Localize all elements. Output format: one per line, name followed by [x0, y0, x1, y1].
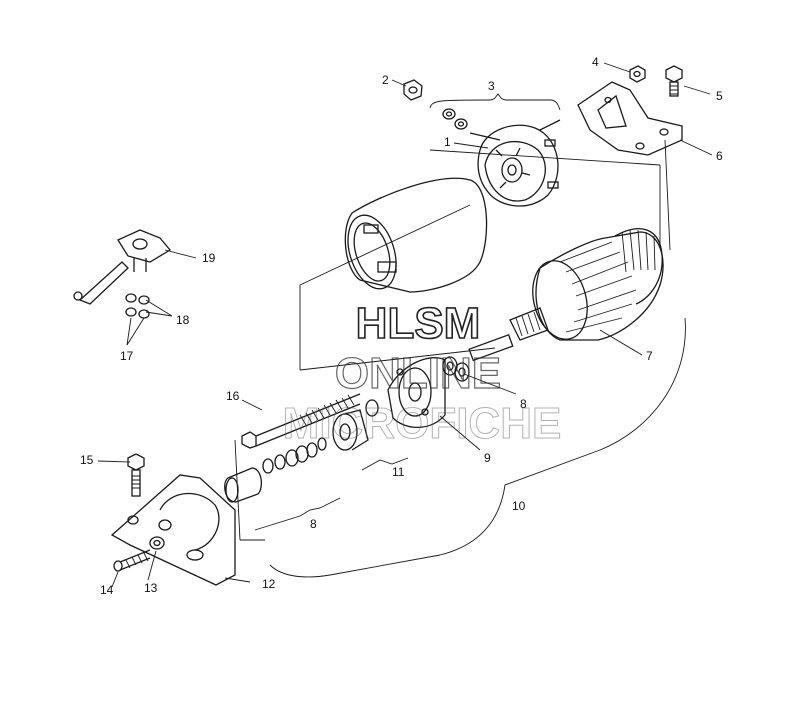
part-bolt-bracket	[665, 65, 683, 97]
part-through-bolt	[241, 393, 361, 449]
callout-8-upper: 8	[520, 397, 527, 411]
callout-9: 9	[484, 451, 491, 465]
watermark-line-3: MICROFICHE	[283, 399, 562, 448]
part-mounting-bracket	[577, 81, 683, 156]
callout-4: 4	[592, 55, 599, 69]
part-washers-switch	[125, 293, 150, 319]
part-washers-top	[442, 108, 468, 130]
callout-10: 10	[512, 499, 526, 513]
callout-12: 12	[262, 577, 276, 591]
callout-1: 1	[444, 135, 451, 149]
callout-3: 3	[488, 79, 495, 93]
callout-18: 18	[176, 313, 190, 327]
part-bolt-drive-bracket	[127, 453, 145, 497]
leader-lines	[97, 62, 713, 588]
watermark: HLSM ONLINE MICROFICHE	[282, 298, 562, 448]
callout-13: 13	[144, 581, 158, 595]
part-drive-end-plate	[387, 357, 446, 428]
part-nut-bracket	[629, 65, 646, 83]
grouping-braces	[254, 93, 686, 578]
callout-7: 7	[646, 349, 653, 363]
part-drive-pinion	[332, 399, 379, 451]
callout-2: 2	[382, 73, 389, 87]
part-commutator-end-head	[469, 119, 561, 207]
callout-6: 6	[716, 149, 723, 163]
callout-11: 11	[392, 465, 405, 479]
callout-14: 14	[100, 583, 114, 597]
watermark-line-1: HLSM	[356, 299, 481, 348]
part-drive-spacer-set	[224, 437, 327, 503]
callout-17: 17	[120, 349, 134, 363]
part-nut-top	[403, 79, 423, 101]
part-switch-assembly	[73, 229, 171, 305]
callout-16: 16	[226, 389, 240, 403]
callout-19: 19	[202, 251, 216, 265]
callout-labels: 1 2 3 4 5 6 7 8 8 9 10 11 12 13 14 15 16…	[80, 55, 723, 597]
part-washers-drive-end	[442, 356, 470, 382]
callout-15: 15	[80, 453, 94, 467]
part-armature	[468, 228, 664, 362]
part-field-frame	[344, 177, 488, 293]
callout-8-lower: 8	[310, 517, 317, 531]
part-drive-bracket	[110, 474, 236, 586]
part-screw-bracket	[113, 549, 151, 572]
callout-5: 5	[716, 89, 723, 103]
part-washer-bracket	[149, 536, 165, 550]
watermark-line-2: ONLINE	[335, 349, 501, 398]
